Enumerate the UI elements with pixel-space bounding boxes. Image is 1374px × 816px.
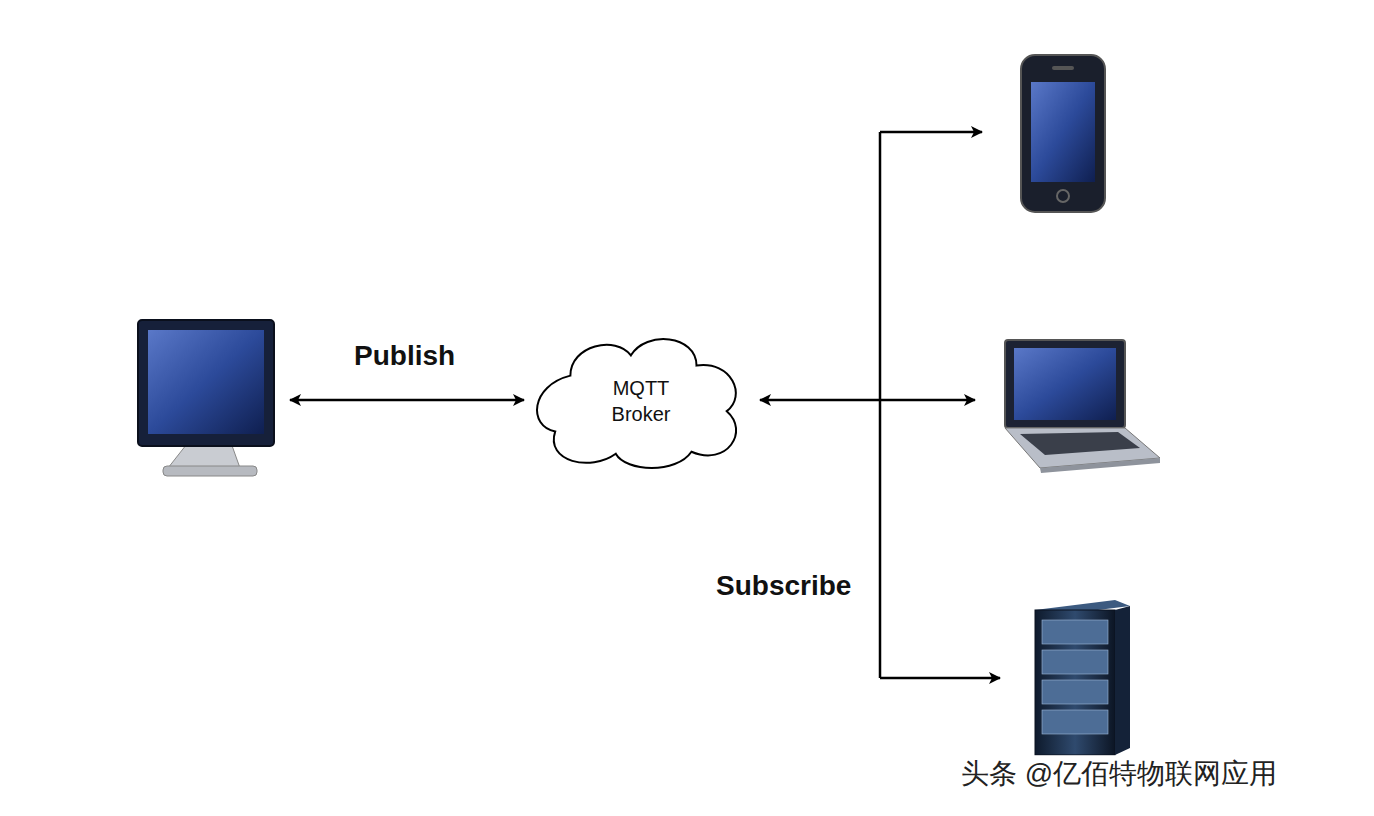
- watermark: 头条 @亿佰特物联网应用: [958, 755, 1280, 793]
- cloud-outline: [530, 330, 752, 472]
- laptop-icon: [1005, 340, 1160, 473]
- connector-lines: [290, 132, 1000, 678]
- publish-label: Publish: [354, 340, 455, 372]
- node-text: MQTT Broker: [596, 375, 686, 427]
- server-icon: [1035, 600, 1130, 755]
- phone-icon: [1021, 55, 1105, 212]
- monitor-icon: [138, 320, 274, 476]
- subscribe-label: Subscribe: [716, 570, 851, 602]
- broker-cloud: MQTT Broker: [530, 330, 752, 472]
